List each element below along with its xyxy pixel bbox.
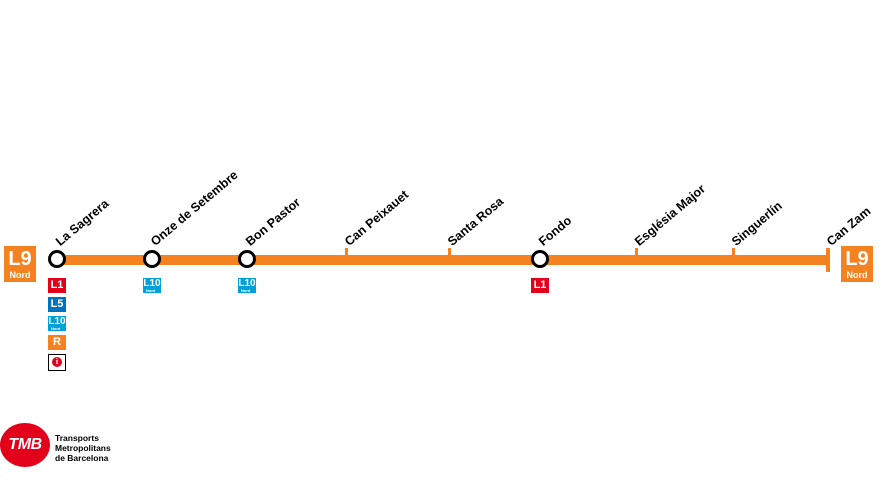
- connection-badge-r: R: [48, 335, 66, 350]
- line-branch: Nord: [9, 270, 31, 280]
- tmb-logo-text: Transports Metropolitans de Barcelona: [55, 433, 111, 463]
- connection-badge-l1: L1: [48, 278, 66, 293]
- line-badge-start: L9 Nord: [4, 246, 36, 282]
- connection-badge-l1: L1: [531, 278, 549, 293]
- station-name[interactable]: Can Peixauet: [342, 187, 412, 249]
- info-icon-glyph: i: [52, 357, 62, 367]
- connection-sub-label: Nord: [51, 326, 61, 331]
- connection-sub-label: Nord: [241, 288, 251, 293]
- terminus-bar: [826, 248, 830, 272]
- line-code: L9: [845, 248, 869, 270]
- station-name[interactable]: Santa Rosa: [445, 194, 507, 249]
- connection-label: L10: [48, 316, 66, 327]
- station-tick-marker[interactable]: [447, 248, 451, 256]
- connection-label: L1: [533, 279, 547, 291]
- logo-line: Transports: [55, 433, 99, 443]
- connection-sub-label: Nord: [146, 288, 156, 293]
- logo-line: Metropolitans: [55, 443, 111, 453]
- station-tick-marker[interactable]: [731, 248, 735, 256]
- tmb-logo: TMB: [0, 423, 50, 467]
- line-code: L9: [8, 248, 32, 270]
- connection-label: L10: [238, 278, 256, 289]
- station-tick-marker[interactable]: [634, 248, 638, 256]
- line-track: [56, 255, 829, 265]
- line-badge-end: L9 Nord: [841, 246, 873, 282]
- interchange-station-marker[interactable]: [143, 250, 161, 268]
- connection-label: L5: [50, 298, 64, 310]
- connection-badge-l5: L5: [48, 297, 66, 312]
- station-name[interactable]: Església Major: [632, 181, 709, 249]
- info-icon: i: [48, 354, 66, 371]
- interchange-station-marker[interactable]: [48, 250, 66, 268]
- line-branch: Nord: [846, 270, 868, 280]
- interchange-station-marker[interactable]: [238, 250, 256, 268]
- station-name[interactable]: Fondo: [536, 213, 575, 249]
- station-name[interactable]: Can Zam: [824, 204, 874, 249]
- station-name[interactable]: La Sagrera: [53, 196, 112, 249]
- interchange-station-marker[interactable]: [531, 250, 549, 268]
- connection-label: L1: [50, 279, 64, 291]
- station-name[interactable]: Singuerlín: [729, 198, 785, 249]
- station-name[interactable]: Bon Pastor: [243, 195, 304, 249]
- station-name[interactable]: Onze de Setembre: [148, 167, 241, 249]
- connection-label: L10: [143, 278, 161, 289]
- connection-label: R: [53, 336, 61, 348]
- station-tick-marker[interactable]: [344, 248, 348, 256]
- logo-line: de Barcelona: [55, 453, 109, 463]
